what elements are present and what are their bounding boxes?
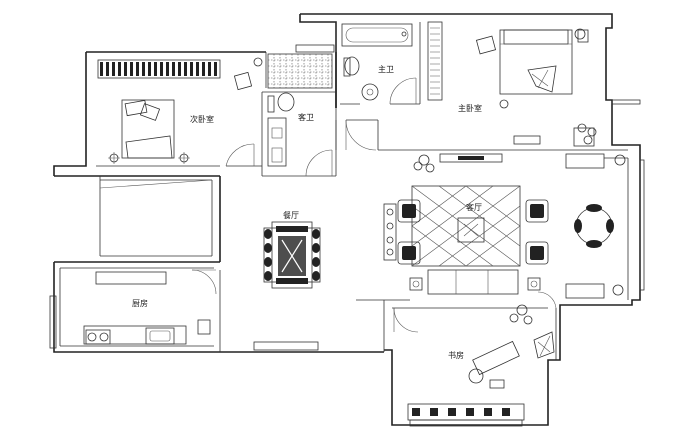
tv-cabinet	[439, 153, 503, 163]
dining-table	[271, 221, 313, 289]
room-label-master-bath: 主卫	[378, 64, 394, 74]
wardrobe-stripes	[97, 59, 221, 79]
master-bedroom: 主卧室	[427, 21, 597, 147]
kitchen: 厨房	[83, 271, 211, 345]
second-bedroom: 次卧室	[97, 57, 263, 164]
master-bath: 主卫	[341, 23, 413, 101]
walls	[53, 13, 641, 426]
chair-icon	[468, 368, 484, 384]
desk	[472, 340, 520, 376]
armchair	[525, 241, 549, 265]
living-room: 客厅	[383, 153, 626, 325]
counter	[83, 325, 187, 345]
armchair	[397, 199, 421, 223]
room-label-study: 书房	[448, 350, 464, 360]
guest-bath: 客卫	[267, 53, 333, 167]
dining-area: 餐厅	[263, 211, 321, 289]
chair-icon	[233, 71, 253, 91]
closet	[427, 21, 443, 101]
windows	[49, 44, 645, 427]
counter	[95, 271, 167, 285]
study: 书房	[407, 331, 555, 421]
room-label-living: 客厅	[466, 202, 482, 212]
vanity	[267, 117, 287, 167]
toilet-icon	[277, 92, 295, 112]
room-label-second-bedroom: 次卧室	[190, 114, 214, 124]
side-cabinet	[383, 203, 397, 261]
lounge-chair	[533, 331, 555, 359]
room-label-kitchen: 厨房	[132, 298, 148, 308]
room-label-dining: 餐厅	[283, 211, 299, 220]
doors	[191, 77, 557, 333]
stove-icon	[85, 329, 111, 345]
lamp-icon	[574, 28, 586, 40]
armchair	[397, 241, 421, 265]
bookshelf	[407, 403, 525, 421]
bathtub	[341, 23, 413, 47]
room-label-guest-bath: 客卫	[298, 112, 314, 122]
sink-icon	[145, 327, 175, 345]
plant-icon	[516, 304, 528, 316]
wardrobe	[513, 135, 541, 145]
chair-icon	[475, 35, 497, 55]
toilet-icon	[344, 56, 360, 76]
armchair	[525, 199, 549, 223]
shower-tiles	[267, 53, 333, 89]
coffee-table	[457, 217, 485, 243]
sofa	[427, 269, 519, 295]
sink-icon	[361, 83, 379, 101]
internal-walls	[59, 22, 629, 360]
plant-icon	[418, 154, 430, 166]
room-label-master-bedroom: 主卧室	[458, 103, 482, 113]
second-bed	[121, 99, 175, 159]
